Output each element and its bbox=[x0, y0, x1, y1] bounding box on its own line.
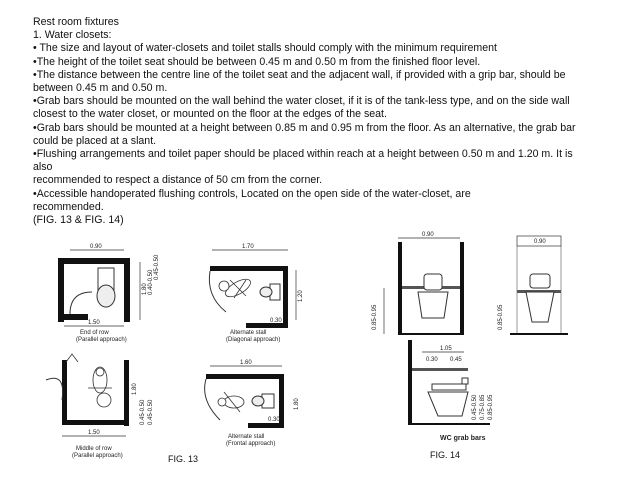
dim-label: 1.60 bbox=[240, 360, 252, 366]
dim-label: 0.90 bbox=[534, 239, 546, 245]
panel-title: Middle of row bbox=[76, 446, 112, 452]
fig13-alt-diagonal-panel: 1.70 1.20 0.30 Alternate stall (Diagonal… bbox=[208, 244, 304, 343]
dim-label: 0.30 bbox=[268, 417, 280, 423]
text-line: could be placed at a slant. bbox=[33, 134, 157, 147]
dim-label: 0.45-0.50 bbox=[154, 254, 160, 280]
dim-label: 0.90 bbox=[422, 232, 434, 238]
text-line: 1. Water closets: bbox=[33, 29, 112, 42]
dim-label: 0.45-0.50 bbox=[140, 399, 146, 425]
text-line: closest to the water closet, or mounted … bbox=[33, 108, 387, 121]
text-line: •Flushing arrangements and toilet paper … bbox=[33, 148, 573, 161]
dim-label: 0.30 bbox=[270, 318, 282, 324]
panel-title: Alternate stall bbox=[230, 330, 266, 336]
dim-label: 0.75-0.85 bbox=[480, 394, 486, 420]
text-line: •The height of the toilet seat should be… bbox=[33, 55, 481, 68]
dim-label: 0.45-0.50 bbox=[148, 399, 154, 425]
dim-label: 0.45-0.50 bbox=[472, 394, 478, 420]
text-line: recommended. bbox=[33, 200, 104, 213]
dim-label: 0.40-0.50 bbox=[148, 269, 154, 295]
text-line: also bbox=[33, 161, 53, 174]
text-line: •Grab bars should be mounted at a height… bbox=[33, 121, 576, 134]
panel-title: End of row bbox=[80, 330, 109, 336]
grab-bars-title: WC grab bars bbox=[440, 435, 486, 442]
fig13-end-row-panel: 0.90 1.80 0.40-0.50 0.45-0.50 1.50 End o… bbox=[58, 244, 160, 343]
text-line: recommended to respect a distance of 50 … bbox=[33, 174, 323, 187]
text-line: •Grab bars should be mounted on the wall… bbox=[33, 95, 570, 108]
document-text: Rest room fixtures 1. Water closets: • T… bbox=[33, 16, 633, 227]
dim-label: 0.85-0.95 bbox=[488, 394, 494, 420]
fig13-alt-frontal-panel: 1.60 1.80 0.30 Alternate stall (Frontal … bbox=[204, 360, 300, 447]
fig13-caption: FIG. 13 bbox=[168, 454, 199, 464]
text-line: between 0.45 m and 0.50 m. bbox=[33, 82, 168, 95]
dim-label: 0.30 bbox=[426, 357, 438, 363]
text-line: (FIG. 13 & FIG. 14) bbox=[33, 214, 124, 227]
fig14-wc-grab-bars: 1.05 0.30 0.45 0.45-0.50 0.75-0.85 0.85-… bbox=[408, 340, 494, 442]
fig13-middle-row-panel: 1.50 1.80 0.45-0.50 0.45-0.50 Middle of … bbox=[45, 353, 154, 459]
dim-label: 0.90 bbox=[90, 244, 102, 250]
fig14-caption: FIG. 14 bbox=[430, 450, 461, 460]
panel-subtitle: (Parallel approach) bbox=[72, 453, 123, 459]
dim-label: 1.50 bbox=[88, 430, 100, 436]
dim-label: 0.85-0.95 bbox=[498, 304, 504, 330]
dim-label: 1.80 bbox=[294, 398, 300, 410]
text-line: • The size and layout of water-closets a… bbox=[33, 42, 497, 55]
panel-subtitle: (Diagonal approach) bbox=[226, 337, 280, 343]
dim-label: 0.45 bbox=[450, 357, 462, 363]
panel-subtitle: (Frontal approach) bbox=[226, 441, 275, 447]
dim-label: 1.05 bbox=[440, 346, 452, 352]
text-line: Rest room fixtures bbox=[33, 16, 119, 28]
panel-subtitle: (Parallel approach) bbox=[76, 337, 127, 343]
fig14-left-elevation: 0.90 0.85-0.95 bbox=[372, 232, 464, 335]
panel-title: Alternate stall bbox=[228, 434, 264, 440]
dim-label: 1.80 bbox=[132, 383, 138, 395]
text-line: •Accessible handoperated flushing contro… bbox=[33, 187, 471, 200]
dim-label: 0.85-0.95 bbox=[372, 304, 378, 330]
text-line: •The distance between the centre line of… bbox=[33, 68, 566, 81]
dim-label: 1.80 bbox=[142, 283, 148, 295]
fig14-right-elevation: 0.90 0.85-0.95 bbox=[498, 235, 568, 335]
dim-label: 1.20 bbox=[298, 290, 304, 302]
dim-label: 1.50 bbox=[88, 320, 100, 326]
dim-label: 1.70 bbox=[242, 244, 254, 250]
